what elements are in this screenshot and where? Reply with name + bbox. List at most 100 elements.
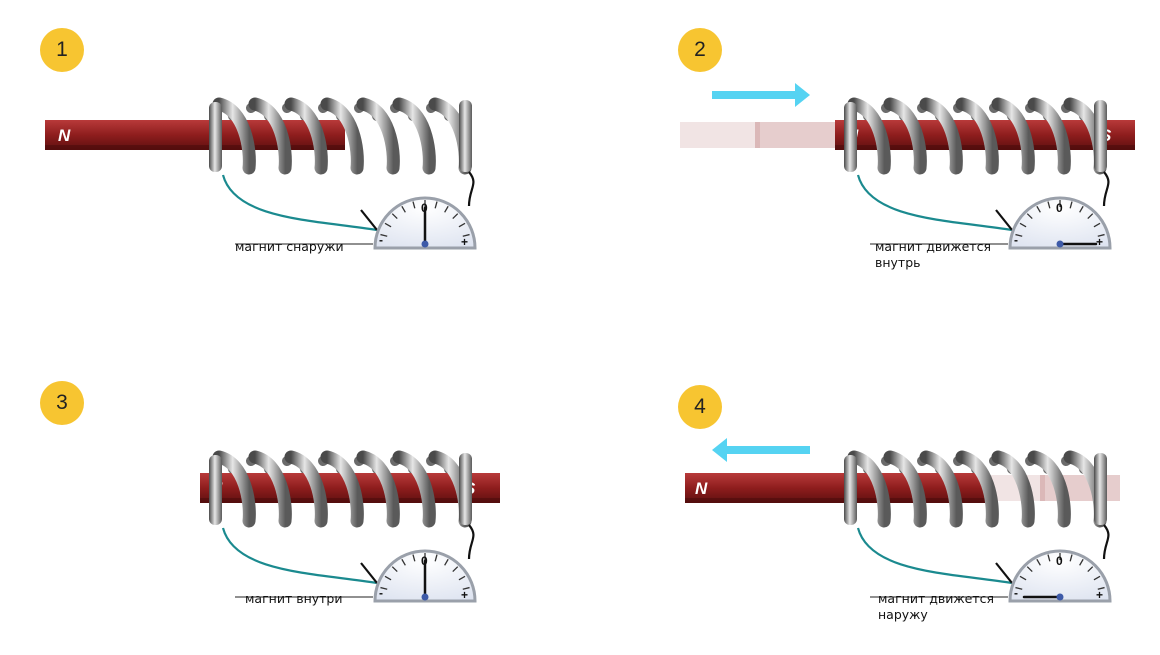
dial-tick bbox=[401, 205, 406, 213]
step-number-badge: 2 bbox=[678, 28, 722, 72]
coil-left-end bbox=[844, 102, 857, 172]
wire-black-right bbox=[467, 524, 475, 560]
dial-tick bbox=[1093, 575, 1101, 581]
dial-tick bbox=[380, 586, 388, 590]
magnet-pole-label: N bbox=[695, 479, 708, 498]
wire-black-left bbox=[995, 562, 1013, 584]
dial-tick bbox=[1093, 222, 1101, 228]
dial-tick bbox=[1019, 575, 1027, 581]
dial-tick bbox=[434, 554, 438, 562]
step-caption: магнит движется наружу bbox=[878, 591, 994, 622]
coil-front-turn bbox=[1027, 450, 1071, 528]
step-caption: магнит внутри bbox=[245, 591, 343, 606]
dial-tick bbox=[1097, 586, 1105, 590]
dial-tick bbox=[458, 575, 466, 581]
dial-tick bbox=[1026, 566, 1033, 573]
dial-tick bbox=[380, 233, 388, 237]
dial-tick bbox=[1097, 233, 1105, 237]
needle-pivot bbox=[1056, 240, 1064, 248]
panel-1: 1 N0-+ магнит снаружи bbox=[20, 20, 580, 320]
dial-tick bbox=[458, 222, 466, 228]
dial-plus-label: + bbox=[1096, 588, 1103, 602]
dial-tick bbox=[1047, 201, 1051, 209]
motion-blur-ghost bbox=[680, 122, 760, 148]
coil-front-turn bbox=[284, 97, 328, 175]
dial-tick bbox=[412, 201, 416, 209]
dial-tick bbox=[1036, 558, 1041, 566]
coil-front-turn bbox=[392, 97, 436, 175]
coil-front-turn bbox=[847, 450, 891, 528]
coil-front-turn bbox=[955, 450, 999, 528]
coil-front-turn bbox=[991, 450, 1035, 528]
dial-tick bbox=[1036, 205, 1041, 213]
dial-tick bbox=[452, 213, 459, 220]
step-number-badge: 1 bbox=[40, 28, 84, 72]
coil-front-turn bbox=[1027, 97, 1071, 175]
dial-tick bbox=[384, 222, 392, 228]
dial-tick bbox=[462, 586, 470, 590]
coil-front-turn bbox=[356, 450, 400, 528]
coil-front-turn bbox=[392, 450, 436, 528]
wire-black-right bbox=[467, 171, 475, 207]
induction-scene: N0-+ bbox=[45, 97, 477, 250]
dial-tick bbox=[384, 575, 392, 581]
dial-tick bbox=[391, 566, 398, 573]
wire-black-right bbox=[1102, 171, 1110, 207]
wire-teal bbox=[221, 174, 378, 232]
bar-magnet-shadow bbox=[45, 145, 345, 150]
dial-minus-label: - bbox=[1014, 586, 1018, 600]
induction-scene: N0-+ bbox=[685, 438, 1120, 603]
galvanometer-dial bbox=[1008, 196, 1112, 250]
coil-front-turn bbox=[919, 450, 963, 528]
panel-3: 3 NS0-+ магнит внутри bbox=[20, 355, 580, 655]
magnet-pole-label: N bbox=[58, 126, 71, 145]
coil-right-end bbox=[459, 453, 472, 525]
coil-front-turn bbox=[248, 450, 292, 528]
dial-tick bbox=[1079, 205, 1084, 213]
dial-tick bbox=[401, 558, 406, 566]
wire-teal bbox=[856, 174, 1013, 232]
dial-zero-label: 0 bbox=[1056, 201, 1063, 215]
dial-plus-label: + bbox=[461, 235, 468, 249]
coil-front-turn bbox=[919, 97, 963, 175]
dial-tick bbox=[1079, 558, 1084, 566]
coil-front-turn bbox=[320, 97, 364, 175]
dial-tick bbox=[452, 566, 459, 573]
coil-front-turn bbox=[955, 97, 999, 175]
step-number-badge: 4 bbox=[678, 385, 722, 429]
panel-2: 2 NS0-+ магнит движется внутрь bbox=[660, 20, 1160, 320]
step-caption: магнит движется внутрь bbox=[875, 239, 991, 270]
dial-tick bbox=[434, 201, 438, 209]
dial-tick bbox=[462, 233, 470, 237]
dial-plus-label: + bbox=[1096, 235, 1103, 249]
coil-front-turn bbox=[883, 97, 927, 175]
dial-tick bbox=[1015, 586, 1023, 590]
wire-black-left bbox=[995, 209, 1013, 231]
step-number-badge: 3 bbox=[40, 381, 84, 425]
coil-right-end bbox=[459, 100, 472, 172]
coil-left-end bbox=[209, 102, 222, 172]
induction-scene: NS0-+ bbox=[680, 83, 1135, 250]
dial-plus-label: + bbox=[461, 588, 468, 602]
coil-left-end bbox=[844, 455, 857, 525]
wire-teal bbox=[221, 527, 378, 585]
coil-front-turn bbox=[248, 97, 292, 175]
dial-tick bbox=[444, 558, 449, 566]
motion-blur-ghost bbox=[755, 122, 835, 148]
coil-front-turn bbox=[284, 450, 328, 528]
dial-tick bbox=[412, 554, 416, 562]
step-caption: магнит снаружи bbox=[235, 239, 344, 254]
dial-tick bbox=[1087, 213, 1094, 220]
coil-front-turn bbox=[356, 97, 400, 175]
coil-front-turn bbox=[991, 97, 1035, 175]
coil-front-turn bbox=[883, 450, 927, 528]
needle-pivot bbox=[1056, 593, 1064, 601]
coil-right-end bbox=[1094, 100, 1107, 172]
needle-pivot bbox=[421, 240, 429, 248]
galvanometer-dial bbox=[1008, 549, 1112, 603]
coil-front-turn bbox=[847, 97, 891, 175]
coil-left-end bbox=[209, 455, 222, 525]
arrow-left-icon bbox=[712, 438, 810, 462]
induction-scene: NS0-+ bbox=[200, 450, 500, 603]
